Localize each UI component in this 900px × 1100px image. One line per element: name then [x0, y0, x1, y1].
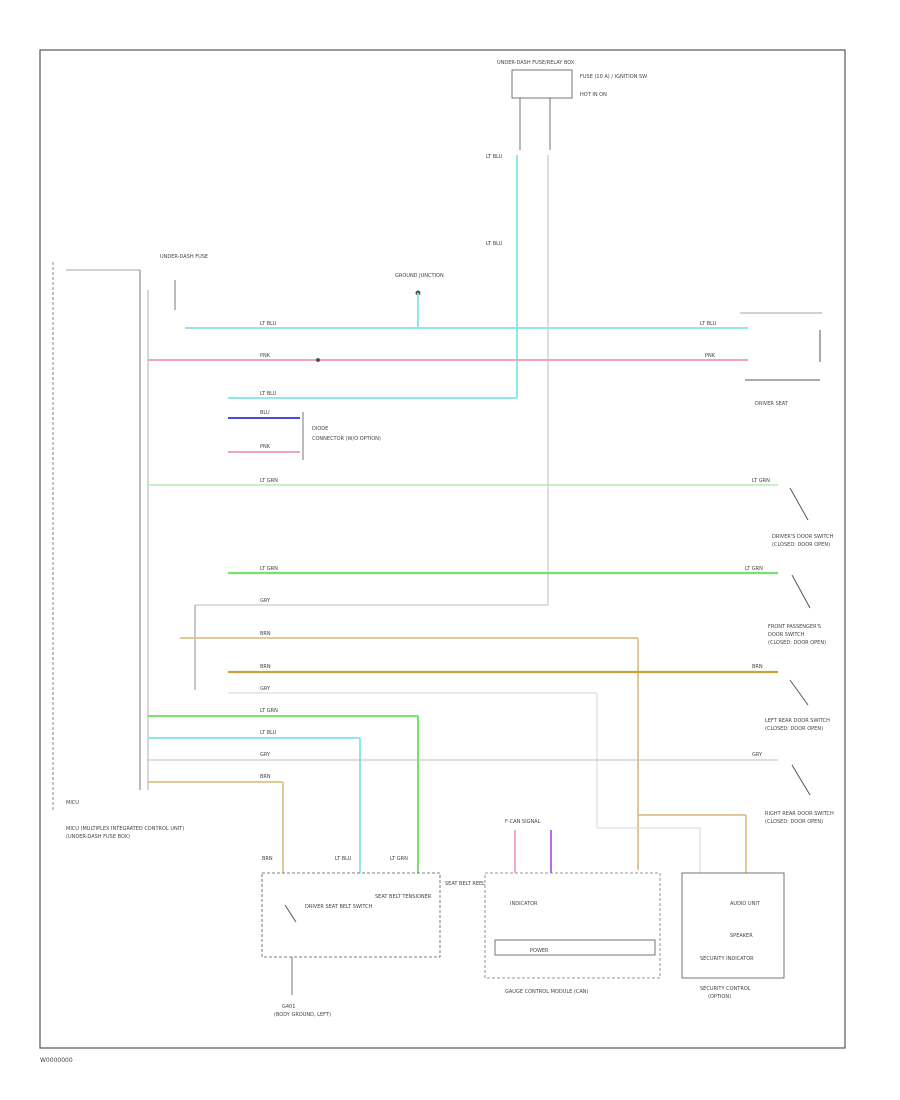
right-box-bottom: SECURITY INDICATOR	[700, 956, 754, 962]
wire-label-w11: GRY	[260, 686, 271, 692]
seat-belt-switch-symbol	[284, 904, 297, 923]
micu-label-2: (UNDER-DASH FUSE BOX)	[66, 834, 130, 840]
driver-switch-symbol	[789, 487, 809, 521]
reel-label: SEAT BELT REEL	[445, 881, 485, 887]
top-connector-label: UNDER-DASH FUSE/RELAY BOX	[497, 60, 575, 66]
micu-label: MICU (MULTIPLEX INTEGRATED CONTROL UNIT)	[66, 826, 184, 832]
wire-label-w13: LT BLU	[260, 730, 277, 736]
front-pass-switch-symbol	[791, 574, 811, 609]
left-rear-label: LEFT REAR DOOR SWITCH	[765, 718, 830, 724]
right-box-caption2: (OPTION)	[708, 994, 731, 1000]
right-rear-switch-symbol	[791, 764, 811, 796]
driver-switch-label: DRIVER'S DOOR SWITCH	[772, 534, 834, 540]
left-rear-label2: (CLOSED: DOOR OPEN)	[765, 726, 823, 732]
micu-label-top: MICU	[66, 800, 79, 806]
power-label: POWER	[530, 948, 549, 954]
right-box-caption: SECURITY CONTROL	[700, 986, 751, 992]
gauge-box-label: INDICATOR	[510, 901, 538, 907]
hot-note: HOT IN ON	[580, 92, 607, 98]
switch-b-label: SEAT BELT TENSIONER	[375, 894, 432, 900]
wire-label-w9: BRN	[260, 631, 271, 637]
wire-label-w2b: PNK	[705, 353, 716, 359]
driver-seat-label: DRIVER SEAT	[755, 401, 789, 407]
top-connector-box	[511, 69, 573, 99]
pnk-splice	[316, 358, 320, 362]
gauge-top-label: F-CAN SIGNAL	[505, 819, 541, 825]
wire-label-w5: PNK	[260, 444, 271, 450]
right-rear-label2: (CLOSED: DOOR OPEN)	[765, 819, 823, 825]
front-pass-label2: DOOR SWITCH	[768, 632, 805, 638]
front-pass-label: FRONT PASSENGER'S	[768, 624, 821, 630]
wire-label-w4: BLU	[260, 410, 270, 416]
wire-label-w1b: LT BLU	[260, 321, 277, 327]
security-box	[681, 872, 785, 979]
wire-label-w14b: GRY	[752, 752, 763, 758]
front-pass-label3: (CLOSED: DOOR OPEN)	[768, 640, 826, 646]
left-rear-switch-symbol	[789, 679, 809, 706]
wire-label-w6b: LT GRN	[752, 478, 770, 484]
wire-label-w13b: LT BLU	[335, 856, 352, 862]
wire-label-w2: PNK	[260, 353, 271, 359]
right-box-top: AUDIO UNIT	[730, 901, 761, 907]
wire-label-w12b: LT GRN	[390, 856, 408, 862]
switch-a-label: DRIVER SEAT BELT SWITCH	[305, 904, 373, 910]
ground-label: G401	[282, 1004, 295, 1010]
wire-label-w1: LT BLU	[486, 154, 503, 160]
wire-label-w15: BRN	[260, 774, 271, 780]
wire-label-w1c: LT BLU	[700, 321, 717, 327]
wire-label-w7: LT GRN	[260, 566, 278, 572]
wire-label-w12: LT GRN	[260, 708, 278, 714]
wire-label-w10b: BRN	[752, 664, 763, 670]
wire-label-w6: LT GRN	[260, 478, 278, 484]
wire-label-w7b: LT GRN	[745, 566, 763, 572]
right-rear-label: RIGHT REAR DOOR SWITCH	[765, 811, 834, 817]
footer-code: W0000000	[40, 1057, 73, 1064]
under-dash-label: UNDER-DASH FUSE	[160, 254, 208, 260]
wire-label-w10: BRN	[260, 664, 271, 670]
right-box-mid: SPEAKER	[730, 933, 753, 939]
mid-gauge-box	[484, 872, 661, 979]
wire-label-w15b: BRN	[262, 856, 273, 862]
ground-note: (BODY GROUND, LEFT)	[274, 1012, 331, 1018]
ground-junction-label: GROUND JUNCTION	[395, 273, 444, 279]
diagram-frame	[39, 49, 846, 1049]
connector-note: DIODE	[312, 426, 328, 432]
wire-label-w14: GRY	[260, 752, 271, 758]
top-fuse-note: FUSE (10 A) / IGNITION SW	[580, 74, 647, 80]
connector-note-2: CONNECTOR (W/O OPTION)	[312, 436, 381, 442]
mid-gauge-inner-bar	[494, 939, 656, 956]
gauge-control-box	[261, 872, 441, 958]
driver-switch-label2: (CLOSED: DOOR OPEN)	[772, 542, 830, 548]
mid-box-caption: GAUGE CONTROL MODULE (CAN)	[505, 989, 588, 995]
wire-label-w8: GRY	[260, 598, 271, 604]
wire-label-w3b: LT BLU	[260, 391, 277, 397]
wire-label-w3: LT BLU	[486, 241, 503, 247]
